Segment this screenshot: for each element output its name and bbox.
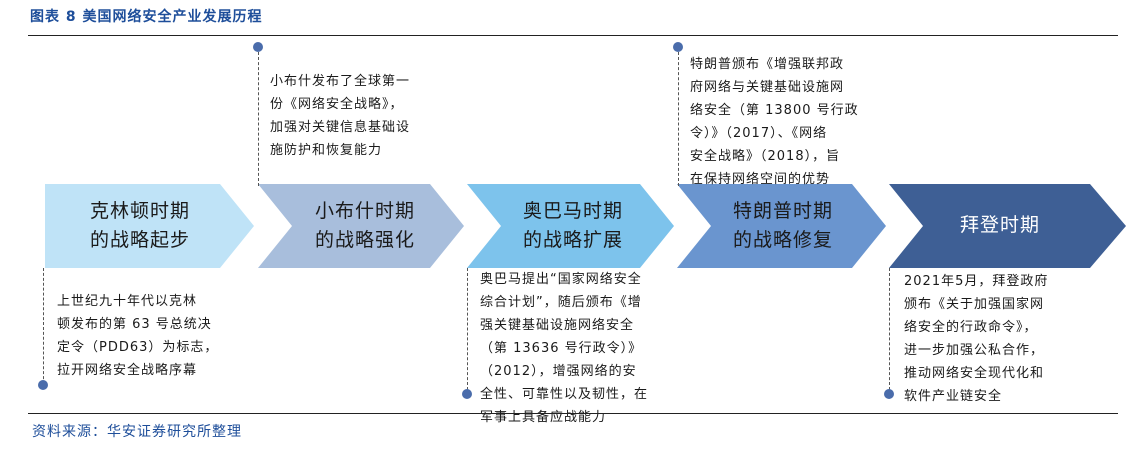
phase-label-trump: 特朗普时期 的战略修复 bbox=[732, 200, 833, 251]
bottom-rule bbox=[28, 413, 1118, 414]
connector-line bbox=[258, 52, 259, 186]
phase-label-obama: 奥巴马时期 的战略扩展 bbox=[522, 200, 623, 251]
phase-label-biden: 拜登时期 bbox=[959, 214, 1040, 236]
chevron-obama bbox=[467, 184, 674, 268]
timeline-dot bbox=[884, 389, 894, 399]
source-note: 资料来源：华安证券研究所整理 bbox=[32, 424, 242, 440]
connector-line bbox=[467, 268, 468, 390]
timeline-dot bbox=[673, 42, 683, 52]
chevron-bush bbox=[258, 184, 464, 268]
timeline-dot bbox=[38, 380, 48, 390]
chevron-biden bbox=[889, 184, 1126, 268]
note-obama: 奥巴马提出“国家网络安全 综合计划”，随后颁布《增 强关键基础设施网络安全 （第… bbox=[480, 272, 649, 425]
phase-label-clinton: 克林顿时期 的战略起步 bbox=[89, 200, 190, 251]
note-bush: 小布什发布了全球第一 份《网络安全战略》， 加强对关键信息基础设 施防护和恢复能… bbox=[270, 74, 411, 158]
chevron-trump bbox=[677, 184, 886, 268]
connector-line bbox=[678, 52, 679, 186]
connector-line bbox=[43, 268, 44, 384]
top-rule bbox=[28, 35, 1118, 36]
phase-label-bush: 小布什时期 的战略强化 bbox=[314, 200, 415, 251]
note-trump: 特朗普颁布《增强联邦政 府网络与关键基础设施网 络安全（第 13800 号行政 … bbox=[690, 57, 859, 187]
timeline-dot bbox=[462, 389, 472, 399]
note-biden: 2021年5月，拜登政府 颁布《关于加强国家网 络安全的行政命令》， 进一步加强… bbox=[904, 274, 1049, 404]
figure-title: 图表 8 美国网络安全产业发展历程 bbox=[30, 9, 263, 25]
connector-line bbox=[889, 268, 890, 390]
chevron-clinton bbox=[45, 184, 254, 268]
note-clinton: 上世纪九十年代以克林 顿发布的第 63 号总统决 定令（PDD63）为标志， 拉… bbox=[57, 294, 219, 378]
timeline-dot bbox=[253, 42, 263, 52]
